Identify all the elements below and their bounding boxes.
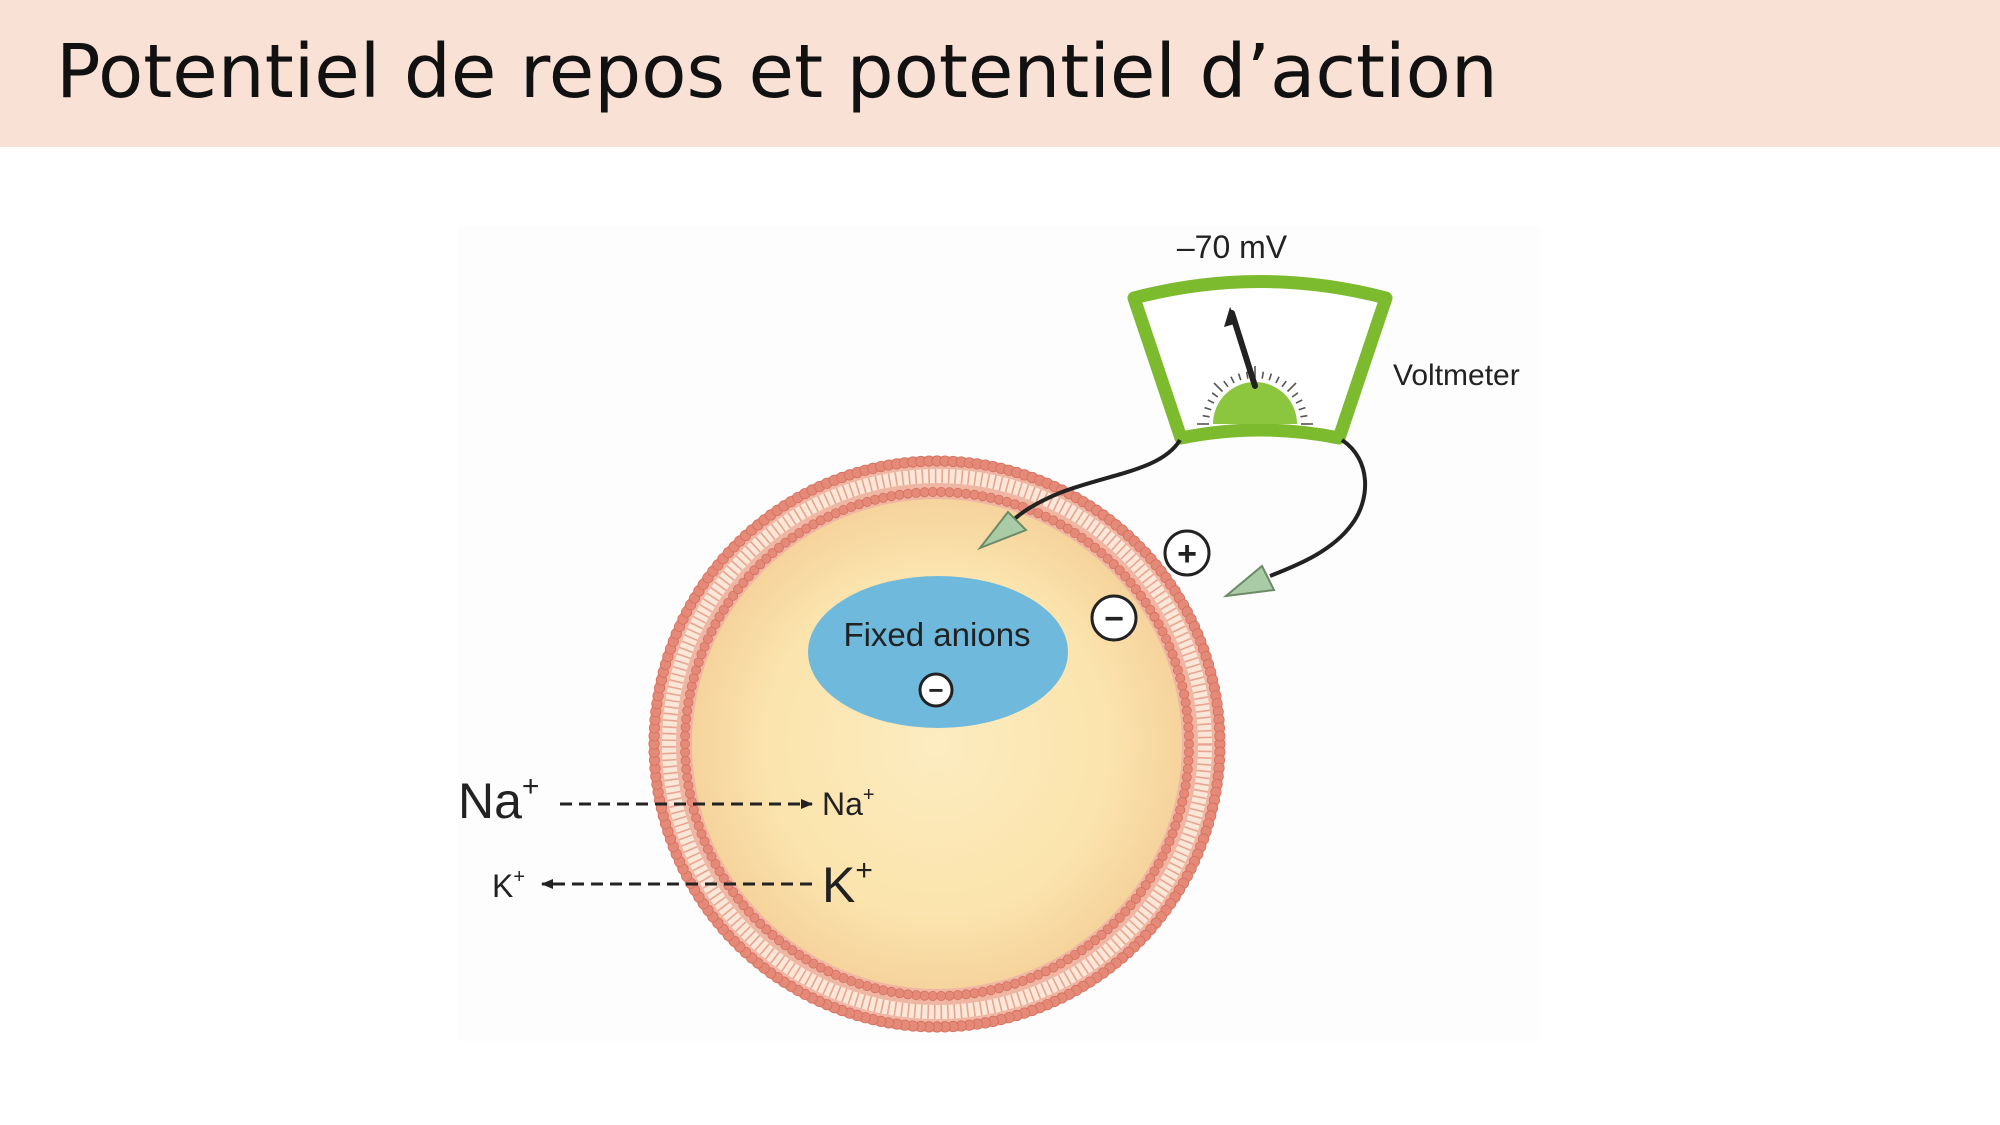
voltmeter-scale-ticks [1197, 366, 1313, 425]
svg-text:−: − [1104, 600, 1124, 638]
na-outside-label: Na+ [458, 770, 539, 829]
fixed-anions-blob [808, 576, 1068, 728]
outside-electrode-tip [1222, 564, 1276, 598]
voltmeter-frame [1127, 275, 1393, 445]
k-inside-label: K+ [822, 854, 873, 913]
svg-text:−: − [928, 675, 943, 705]
voltmeter-needle-tip [1224, 307, 1238, 327]
fixed-anions-label: Fixed anions [843, 616, 1030, 653]
voltmeter-dial-base [1213, 382, 1297, 424]
outside-electrode-lead [1222, 438, 1368, 598]
title-bar: Potentiel de repos et potentiel d’action [0, 0, 2000, 147]
svg-text:+: + [1177, 535, 1197, 573]
voltmeter-reading: –70 mV [1177, 229, 1288, 265]
inside-electrode-tip [976, 510, 1028, 551]
membrane-outer-beads [648, 455, 1226, 1033]
slide-title: Potentiel de repos et potentiel d’action [56, 29, 1498, 115]
membrane-inner-beads [680, 486, 1195, 1002]
k-outside-label: K+ [492, 866, 525, 904]
voltmeter [1127, 275, 1393, 445]
cell-membrane [648, 455, 1226, 1033]
inside-negative-charge: − [1090, 594, 1138, 642]
na-inside-label: Na+ [822, 784, 875, 822]
cytoplasm [692, 499, 1182, 989]
anion-charge-badge: − [918, 672, 954, 708]
outside-positive-charge: + [1163, 529, 1211, 577]
voltmeter-label: Voltmeter [1393, 359, 1520, 392]
voltmeter-needle [1229, 310, 1258, 389]
inside-electrode-lead [976, 438, 1182, 551]
